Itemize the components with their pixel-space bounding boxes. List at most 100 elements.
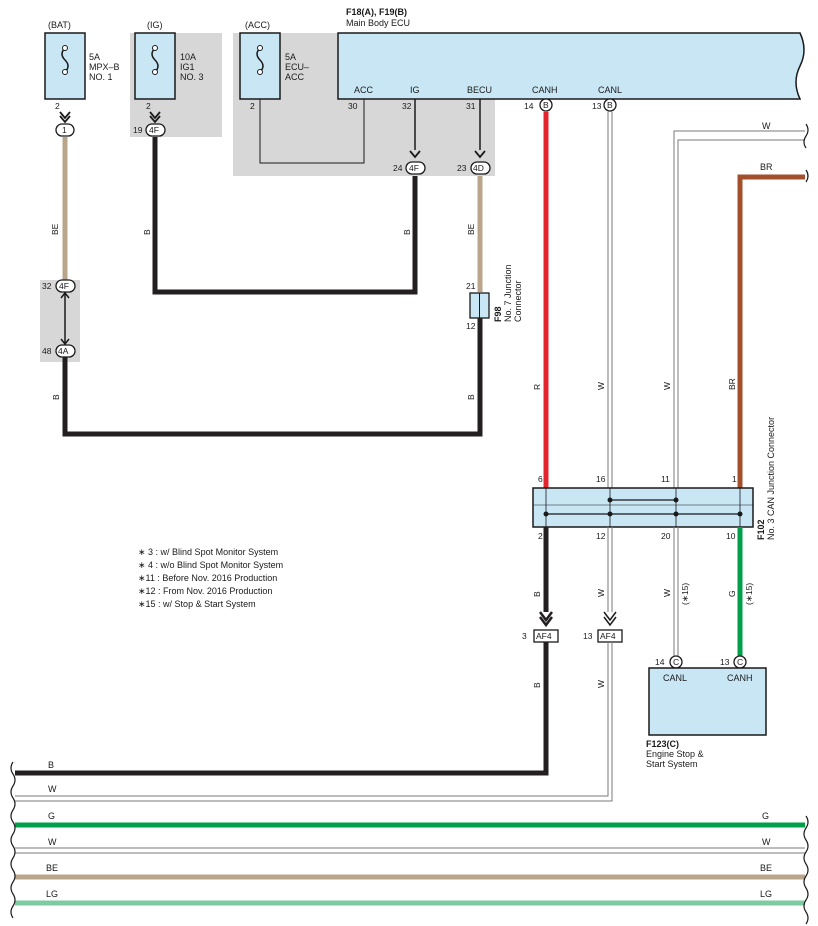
ig-fuse-no: NO. 3 <box>180 72 204 82</box>
wire-label-g-f123: G <box>727 590 737 597</box>
connector-af4-b-pin: 3 <box>522 631 527 641</box>
ecu-terminal-canh: CANH <box>532 85 558 95</box>
fuse-icon-bottom <box>257 69 263 75</box>
wire-label-b-ig2: B <box>402 229 412 235</box>
fuse-icon <box>151 47 159 73</box>
f123-id: F123(C) <box>646 739 679 749</box>
wire-label-w-down: W <box>596 589 606 597</box>
acc-fuse-box <box>239 32 281 100</box>
ecu-pin-becu: 31 <box>466 101 476 111</box>
f98-pin-top: 21 <box>466 281 476 291</box>
wire-br <box>737 174 805 488</box>
wire-b-ground <box>62 318 483 437</box>
note-3: ∗ 3 : w/ Blind Spot Monitor System <box>138 547 278 557</box>
ig-fuse-rating: 10A <box>180 52 196 62</box>
connector-1-label: 1 <box>62 125 67 135</box>
arrow-icon <box>603 611 617 627</box>
acc-fuse-name: ECU– <box>285 62 309 72</box>
connector-4d-pin: 23 <box>457 163 467 173</box>
wire-label-b-left: B <box>51 394 61 400</box>
ig-fuse-name: IG1 <box>180 62 195 72</box>
connector-af4-w-pin: 13 <box>583 631 593 641</box>
ecu-terminal-canl: CANL <box>598 85 622 95</box>
wire-label-lg-left: LG <box>46 889 58 899</box>
f123-pin-canl: 14 <box>655 657 665 667</box>
connector-4f-32-pin: 32 <box>42 281 52 291</box>
ecu-canh-conn-label: B <box>543 100 549 110</box>
f102-pin-top-3: 11 <box>661 474 670 484</box>
f102-desc: No. 3 CAN Junction Connector <box>766 417 776 540</box>
f123-canl-label: CANL <box>663 673 687 683</box>
wire-w-right-a <box>673 130 805 488</box>
ig-fuse-box <box>134 32 176 100</box>
fuse-icon-top <box>62 45 68 51</box>
acc-fuse-no: ACC <box>285 72 305 82</box>
fuse-icon-bottom <box>152 69 158 75</box>
bat-fuse-rating: 5A <box>89 52 100 62</box>
wire-w-bottom-a <box>15 642 609 797</box>
ecu-pin-canl: 13 <box>592 101 602 111</box>
ig-fuse-pin: 2 <box>146 101 151 111</box>
connector-af4-b-label: AF4 <box>536 631 552 641</box>
wire-w-bottom-b <box>15 642 613 802</box>
bat-fuse-box <box>44 32 86 100</box>
arrow-icon <box>149 111 161 124</box>
f102-connector <box>532 487 754 528</box>
wire-label-w-after-af4: W <box>596 680 606 688</box>
wire-label-b-after-af4: B <box>532 682 542 688</box>
connector-4a-label: 4A <box>58 346 69 356</box>
ecu-name: Main Body ECU <box>346 18 410 28</box>
break-icon <box>10 761 16 919</box>
ecu-pin-acc: 30 <box>348 101 358 111</box>
double-arrow-icon <box>60 291 70 346</box>
ecu-id: F18(A), F19(B) <box>346 7 407 17</box>
arrow-icon <box>539 611 553 628</box>
wire-label-be-left: BE <box>46 863 58 873</box>
f123-pin-canh: 13 <box>720 657 730 667</box>
wire-label-w-f123: W <box>662 589 672 597</box>
note-15: ∗15 : w/ Stop & Start System <box>138 599 256 609</box>
connector-4f-ig-pin: 24 <box>393 163 403 173</box>
f123-canh-conn-label: C <box>737 657 743 667</box>
fuse-icon-top <box>152 45 158 51</box>
f102-pin-bottom-3: 20 <box>661 531 671 541</box>
bat-fuse-pin: 2 <box>55 101 60 111</box>
ecu-canl-conn-label: B <box>607 100 613 110</box>
break-icon <box>803 815 809 925</box>
wire-label-b-right: B <box>466 394 476 400</box>
f123-canh-label: CANH <box>727 673 753 683</box>
wire-label-star15-w: (∗15) <box>680 583 690 605</box>
ecu-canh-conn <box>539 98 553 112</box>
f123-desc2: Start System <box>646 759 698 769</box>
wire-label-be-becu: BE <box>466 223 476 235</box>
note-11: ∗11 : Before Nov. 2016 Production <box>138 573 277 583</box>
ecu-terminal-becu: BECU <box>467 85 492 95</box>
connector-4d <box>470 161 491 175</box>
f98-pin-bottom: 12 <box>466 321 476 331</box>
wire-label-b-ig: B <box>142 229 152 235</box>
break-icon <box>805 169 809 183</box>
wire-label-b-canh: B <box>532 591 542 597</box>
wire-label-br-top: BR <box>760 162 773 172</box>
f98-desc1: No. 7 Junction <box>503 264 513 322</box>
wire-label-lg-right: LG <box>760 889 772 899</box>
f123-canl-conn-label: C <box>673 657 679 667</box>
acc-fuse-pin: 2 <box>250 101 255 111</box>
wire-label-w-bottom: W <box>48 784 57 794</box>
ig-source-label: (IG) <box>147 20 163 30</box>
connector-4f-top-label: 4F <box>149 125 159 135</box>
wire-label-br-mid: BR <box>727 378 737 390</box>
wire-label-w-left: W <box>48 837 57 847</box>
f102-pin-top-2: 16 <box>596 474 606 484</box>
acc-thin-wire <box>259 99 365 164</box>
f102-pin-bottom-4: 10 <box>726 531 736 541</box>
arrow-icon <box>409 150 421 159</box>
connector-4d-label: 4D <box>473 163 484 173</box>
f123-box <box>648 667 767 736</box>
f102-id: F102 <box>756 519 766 540</box>
wire-label-g-right: G <box>762 811 769 821</box>
fuse-icon-bottom <box>62 69 68 75</box>
bat-fuse-name: MPX–B <box>89 62 120 72</box>
wire-label-g-left: G <box>48 811 55 821</box>
break-icon <box>803 123 809 149</box>
